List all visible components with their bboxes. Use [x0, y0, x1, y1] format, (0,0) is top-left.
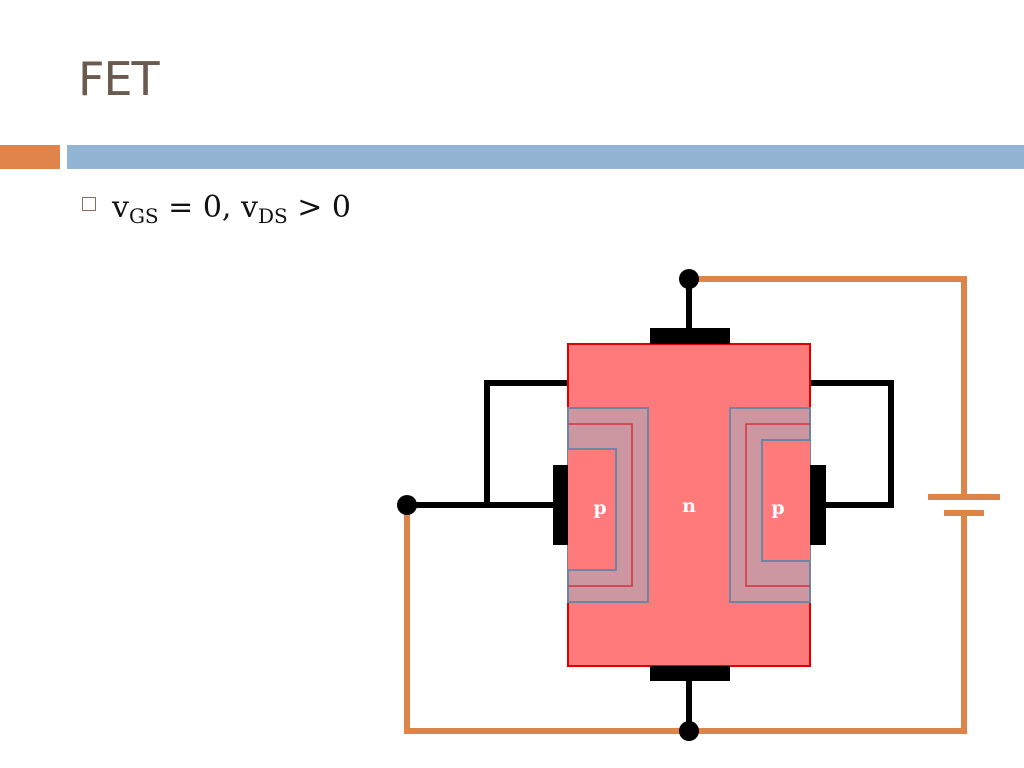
- bullet-sub-ds: DS: [257, 204, 288, 228]
- gate-electrode-left: [553, 465, 568, 545]
- bullet-sub-gs: GS: [128, 204, 159, 228]
- wire-drain-to-battery: [689, 276, 967, 497]
- external-circuit: [404, 276, 967, 734]
- bullet-item: vGS = 0, vDS > 0: [82, 190, 351, 228]
- label-p-right: p: [771, 497, 784, 519]
- wire-battery-to-source: [689, 512, 967, 734]
- wire-gate-left-loop: [484, 380, 568, 505]
- wire-gate-to-source: [404, 505, 689, 734]
- gate-electrode-right: [810, 465, 826, 545]
- battery-icon: [928, 494, 1000, 516]
- slide-title: FET: [78, 52, 160, 106]
- drain-electrode: [650, 328, 730, 344]
- wire-gate-right-loop: [810, 380, 894, 508]
- source-terminal: [679, 721, 699, 741]
- accent-bar-blue: [67, 145, 1024, 169]
- depletion-region-right: [729, 407, 811, 603]
- gate-terminal: [397, 495, 417, 515]
- drain-terminal: [679, 269, 699, 289]
- bullet-relation-1: = 0,: [158, 190, 242, 225]
- bullet-var-v1: v: [112, 190, 129, 225]
- bullet-square-icon: [82, 197, 96, 211]
- bullet-var-v2: v: [241, 190, 258, 225]
- label-n-channel: n: [682, 495, 696, 517]
- accent-bar-orange: [0, 145, 60, 169]
- depletion-region-left: [567, 407, 649, 603]
- bullet-relation-2: > 0: [287, 190, 352, 225]
- label-p-left: p: [593, 497, 606, 519]
- source-electrode: [650, 666, 730, 681]
- gate-wiring: [407, 279, 894, 731]
